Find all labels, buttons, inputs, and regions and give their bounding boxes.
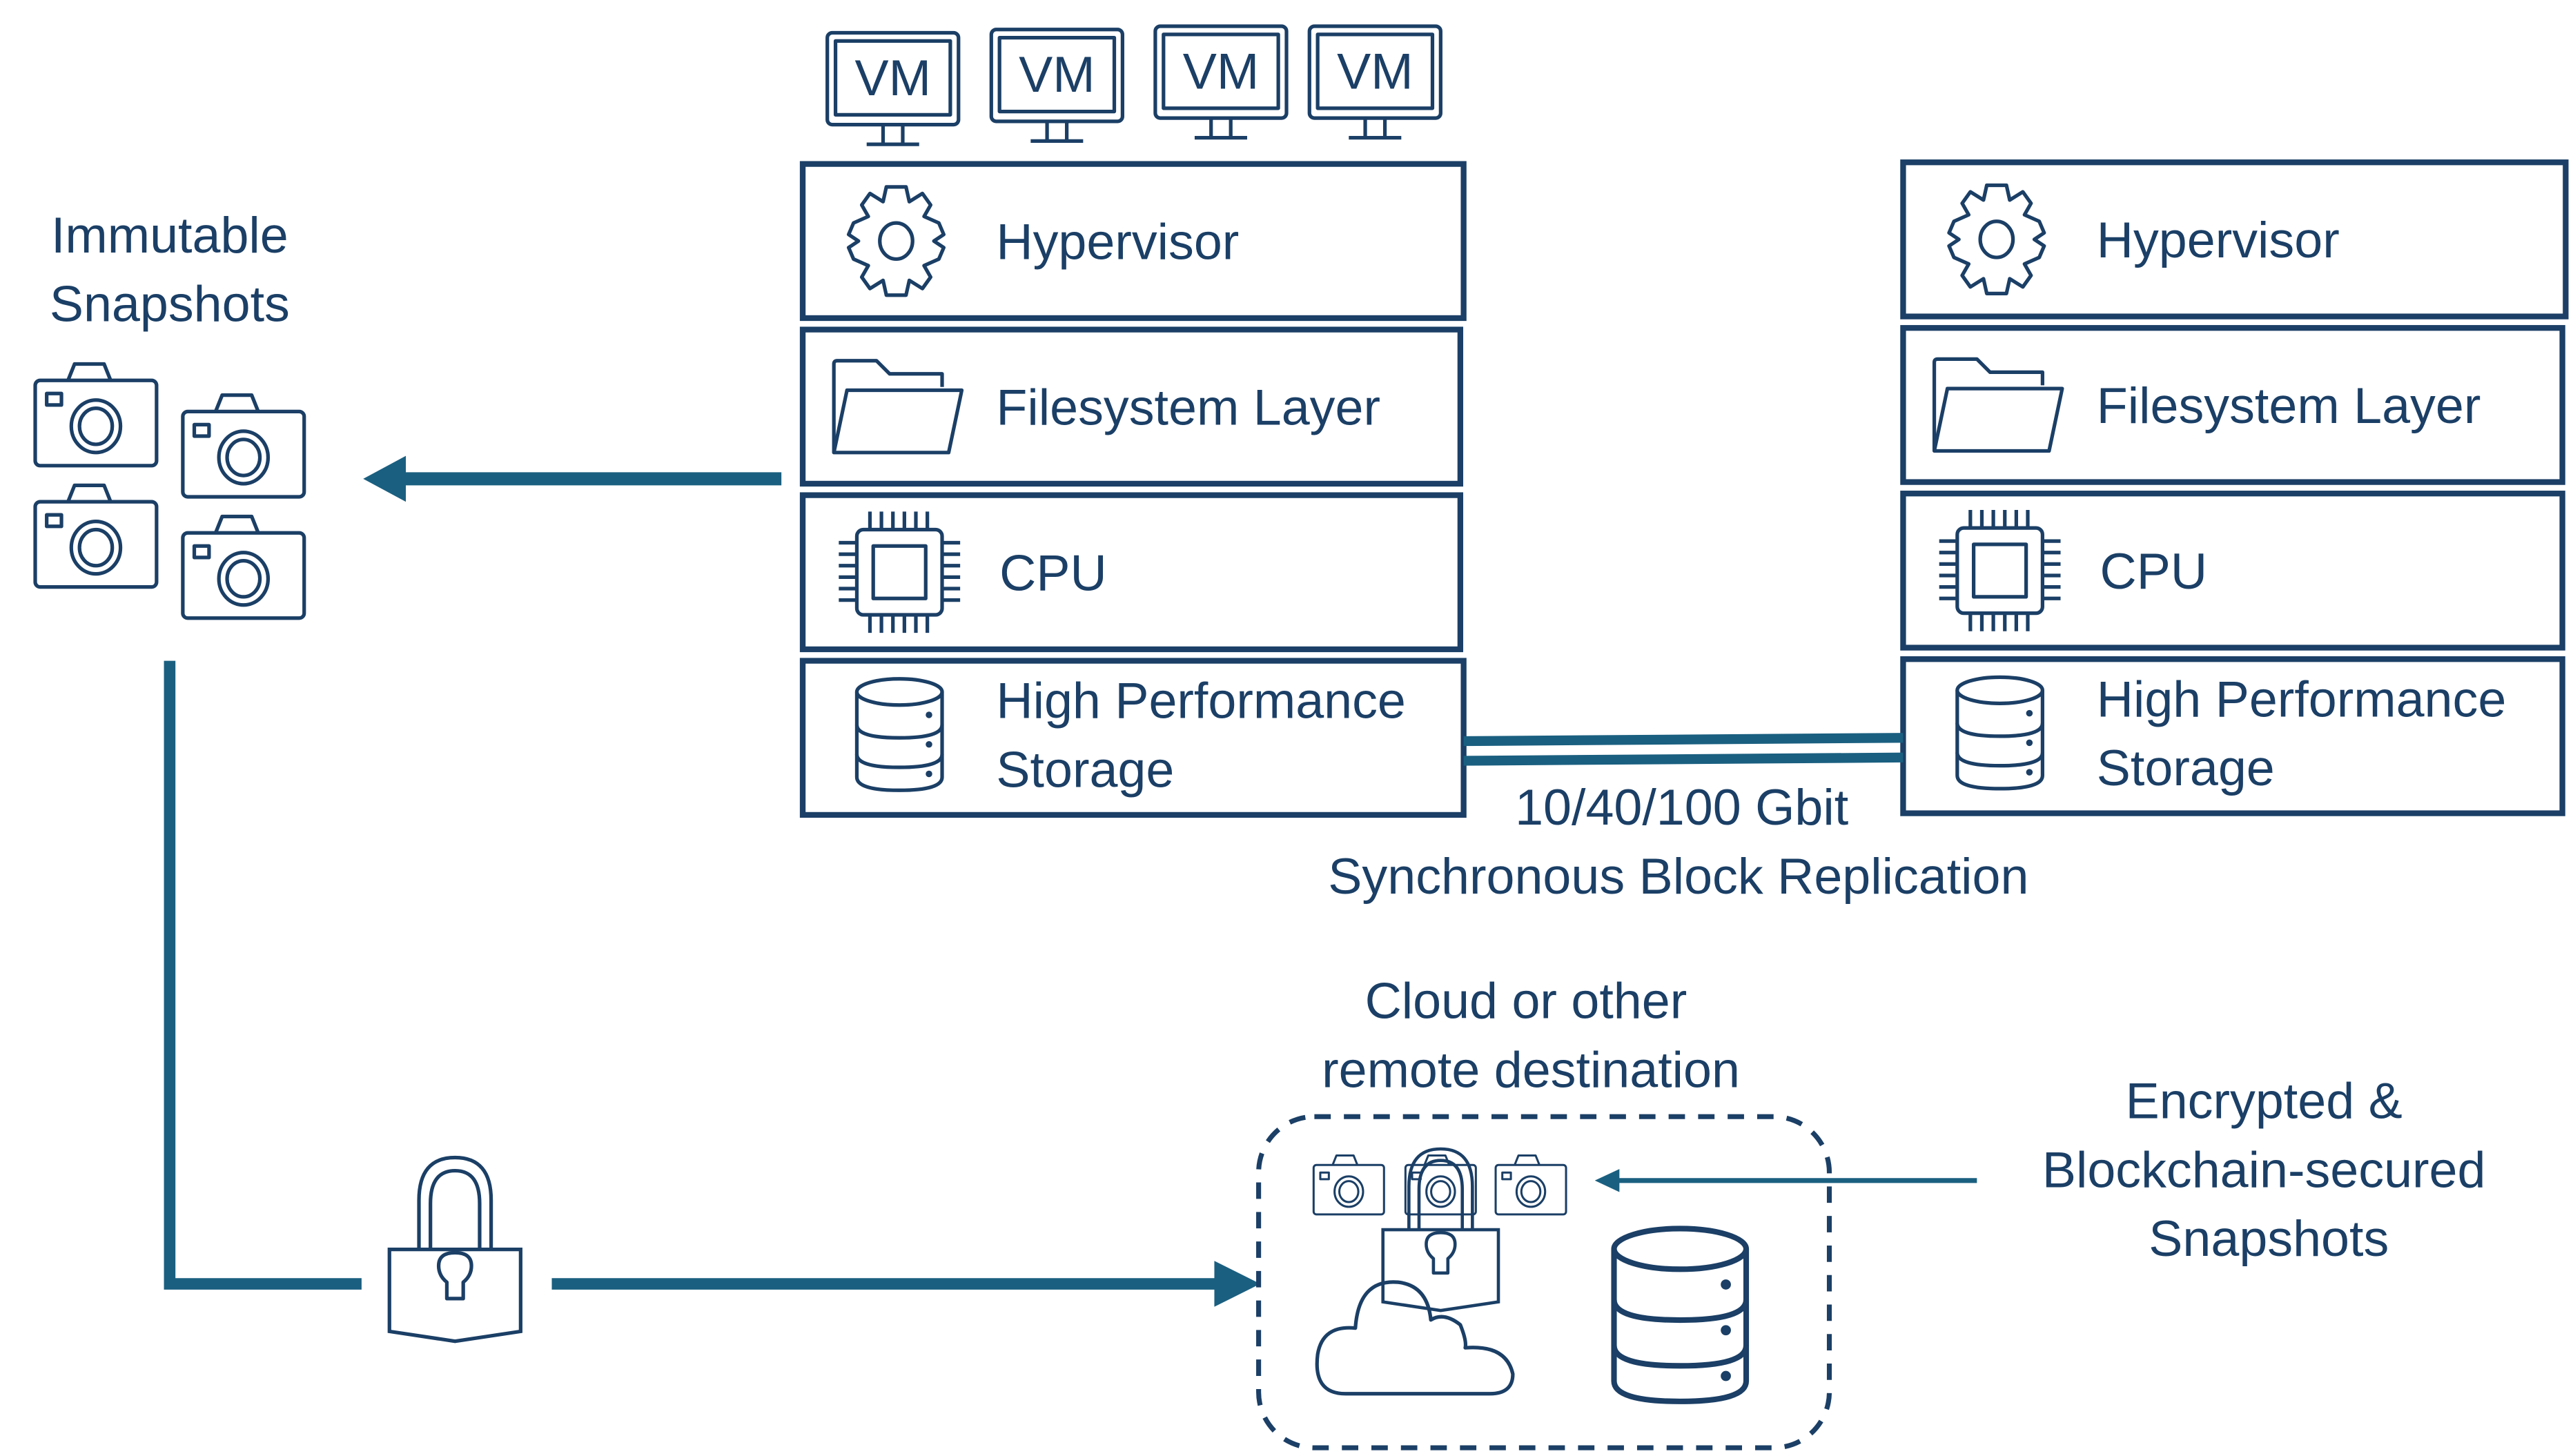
replication-link (1463, 733, 1904, 766)
layer-label: Hypervisor (996, 213, 1239, 270)
vm-label: VM (1183, 42, 1259, 99)
replication-speed-label: 10/40/100 Gbit (1515, 778, 1848, 836)
cpu-layer (1900, 491, 2565, 651)
lock-icon (389, 1158, 520, 1341)
replication-type-label: Synchronous Block Replication (1328, 847, 2028, 905)
encrypted-snapshots-group (1312, 1149, 1567, 1310)
filesystem-layer (1900, 325, 2565, 485)
camera-icon (1494, 1154, 1567, 1216)
layer-label: High Performance (996, 672, 1405, 729)
layer-label: Filesystem Layer (2097, 377, 2481, 434)
encrypted-label: Snapshots (2149, 1210, 2389, 1267)
vm-label: VM (1019, 46, 1095, 103)
layer-label: High Performance (2097, 670, 2506, 727)
filesystem-layer (799, 326, 1464, 487)
encrypted-arrow (1594, 1169, 1977, 1192)
camera-icon (35, 485, 157, 587)
snapshots-title: Snapshots (50, 275, 290, 333)
camera-icon (183, 395, 304, 497)
layer-label: Storage (996, 741, 1174, 798)
remote-title: Cloud or other (1365, 972, 1687, 1030)
vm-label: VM (854, 49, 930, 106)
camera-icon (1404, 1154, 1477, 1216)
camera-icon (35, 364, 157, 466)
snapshots-title: Immutable (51, 206, 288, 264)
primary-stack: Hypervisor Filesystem Layer CPU High Per… (799, 161, 1467, 818)
layer-label: CPU (2100, 542, 2207, 600)
cpu-layer (799, 492, 1464, 653)
camera-icon (1312, 1154, 1385, 1216)
snapshot-cameras (35, 364, 304, 618)
secondary-stack: Hypervisor Filesystem Layer CPU High Per… (1900, 159, 2569, 816)
layer-label: Hypervisor (2097, 211, 2340, 268)
vm-group: VM VM VM VM (828, 26, 1441, 144)
layer-label: Storage (2097, 739, 2275, 796)
encrypted-label: Blockchain-secured (2042, 1141, 2486, 1198)
layer-label: CPU (999, 544, 1106, 601)
snapshot-arrow (363, 455, 782, 502)
cloud-icon (1315, 1280, 1515, 1396)
remote-destination-box (1256, 1114, 1832, 1450)
encrypted-label: Encrypted & (2126, 1072, 2403, 1130)
remote-transfer-path (164, 660, 1260, 1307)
layer-label: Filesystem Layer (996, 378, 1380, 435)
remote-title: remote destination (1322, 1041, 1740, 1098)
vm-label: VM (1337, 42, 1413, 99)
database-icon (1614, 1228, 1747, 1401)
camera-icon (183, 516, 304, 618)
